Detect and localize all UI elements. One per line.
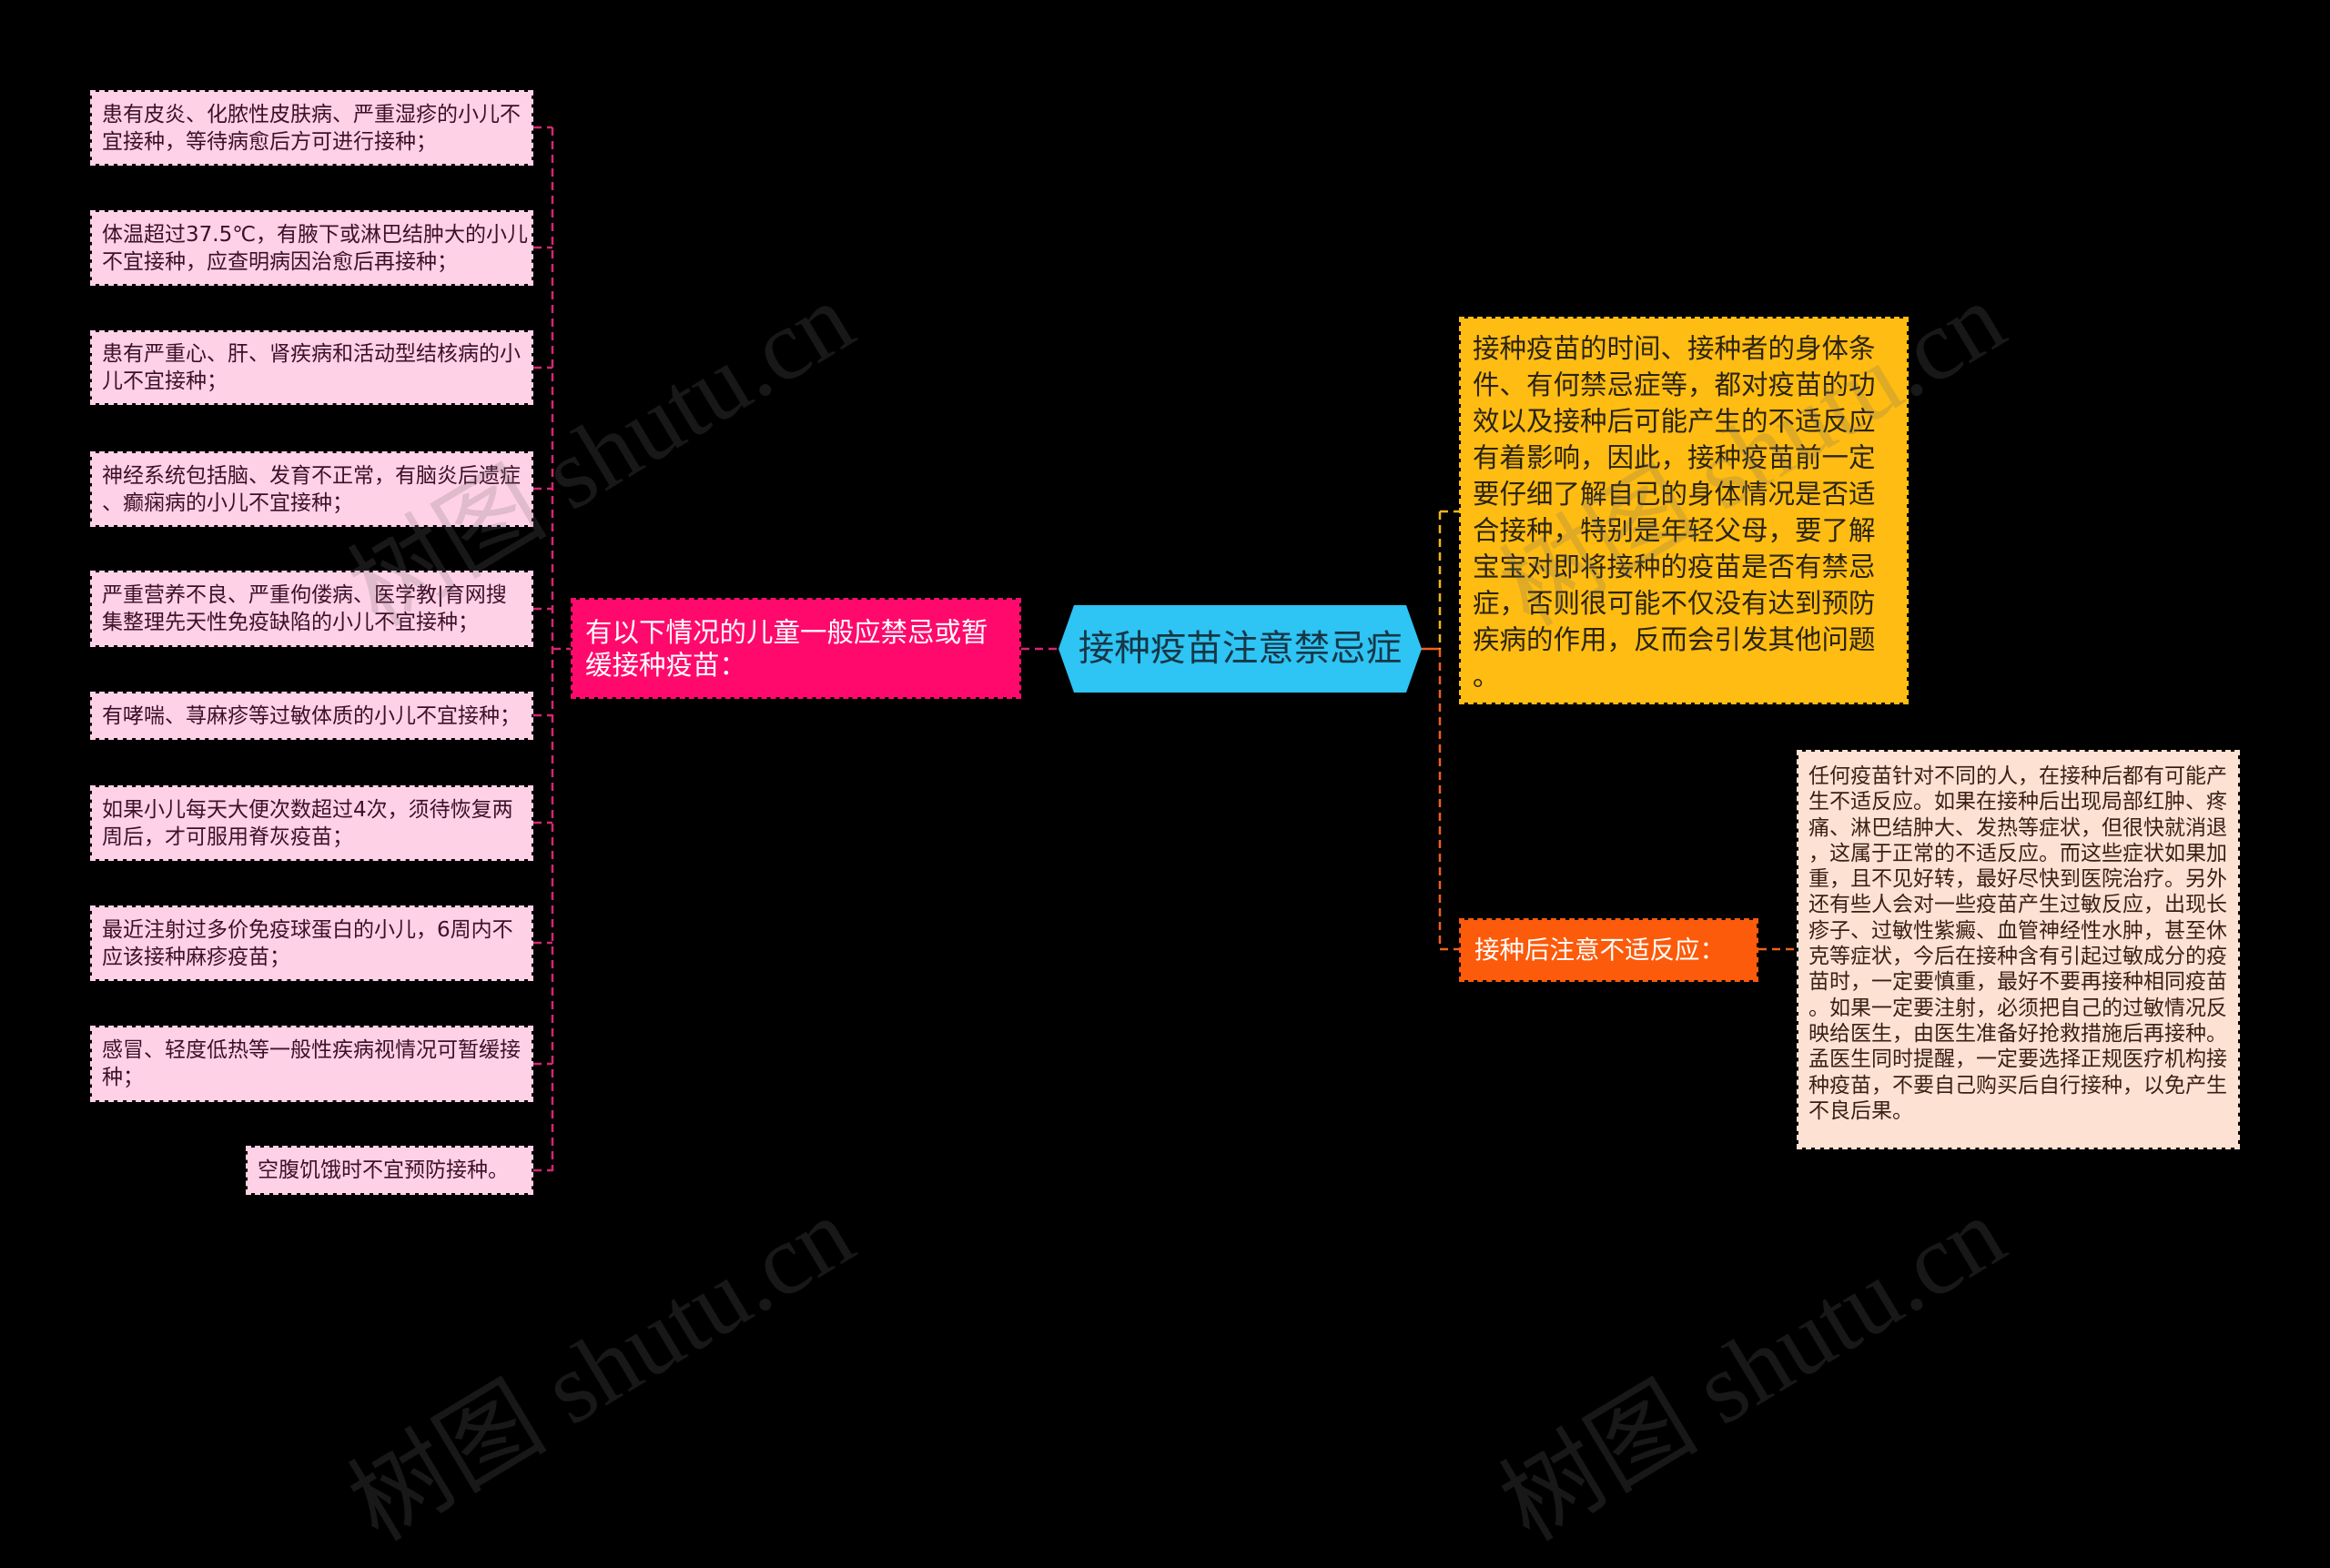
condition-item-text: 有哮喘、荨麻疹等过敏体质的小儿不宜接种； [102, 703, 521, 728]
condition-item[interactable]: 空腹饥饿时不宜预防接种。 [246, 1146, 533, 1195]
condition-item-text: 患有严重心、肝、肾疾病和活动型结核病的小 儿不宜接种； [102, 342, 521, 393]
condition-item-text: 空腹饥饿时不宜预防接种。 [258, 1158, 509, 1182]
condition-item-text: 体温超过37.5℃，有腋下或淋巴结肿大的小儿 不宜接种，应查明病因治愈后再接种； [102, 222, 529, 274]
root-topic-label: 接种疫苗注意禁忌症 [1078, 628, 1403, 670]
vaccination-info-node[interactable]: 接种疫苗的时间、接种者的身体条 件、有何禁忌症等，都对疫苗的功 效以及接种后可能… [1459, 317, 1909, 704]
condition-item[interactable]: 体温超过37.5℃，有腋下或淋巴结肿大的小儿 不宜接种，应查明病因治愈后再接种； [90, 210, 533, 286]
contraindications-branch-label: 有以下情况的儿童一般应禁忌或暂 缓接种疫苗： [585, 616, 988, 681]
condition-item-text: 感冒、轻度低热等一般性疾病视情况可暂缓接 种； [102, 1038, 521, 1089]
condition-item-text: 最近注射过多价免疫球蛋白的小儿，6周内不 应该接种麻疹疫苗； [102, 917, 513, 969]
condition-item[interactable]: 患有皮炎、化脓性皮肤病、严重湿疹的小儿不 宜接种，等待病愈后方可进行接种； [90, 90, 533, 166]
condition-item-text: 神经系统包括脑、发育不正常，有脑炎后遗症 、癫痫病的小儿不宜接种； [102, 463, 521, 515]
adverse-reaction-detail-node[interactable]: 任何疫苗针对不同的人，在接种后都有可能产 生不适反应。如果在接种后出现局部红肿、… [1797, 750, 2240, 1149]
root-topic-node[interactable]: 接种疫苗注意禁忌症 [1059, 605, 1422, 693]
condition-item[interactable]: 如果小儿每天大便次数超过4次，须待恢复两 周后，才可服用脊灰疫苗； [90, 785, 533, 861]
adverse-reaction-branch-label: 接种后注意不适反应： [1474, 936, 1725, 965]
connector-lines [533, 126, 1797, 1172]
adverse-reaction-branch-node[interactable]: 接种后注意不适反应： [1459, 918, 1758, 982]
adverse-reaction-detail-text: 任何疫苗针对不同的人，在接种后都有可能产 生不适反应。如果在接种后出现局部红肿、… [1808, 764, 2227, 1123]
condition-item-text: 严重营养不良、严重佝偻病、医学教|育网搜 集整理先天性免疫缺陷的小儿不宜接种； [102, 583, 507, 634]
condition-item[interactable]: 神经系统包括脑、发育不正常，有脑炎后遗症 、癫痫病的小儿不宜接种； [90, 451, 533, 527]
vaccination-info-text: 接种疫苗的时间、接种者的身体条 件、有何禁忌症等，都对疫苗的功 效以及接种后可能… [1473, 333, 1876, 692]
condition-item[interactable]: 最近注射过多价免疫球蛋白的小儿，6周内不 应该接种麻疹疫苗； [90, 905, 533, 981]
condition-item-text: 如果小儿每天大便次数超过4次，须待恢复两 周后，才可服用脊灰疫苗； [102, 797, 513, 849]
condition-item[interactable]: 有哮喘、荨麻疹等过敏体质的小儿不宜接种； [90, 692, 533, 740]
condition-item[interactable]: 严重营养不良、严重佝偻病、医学教|育网搜 集整理先天性免疫缺陷的小儿不宜接种； [90, 571, 533, 647]
condition-item-text: 患有皮炎、化脓性皮肤病、严重湿疹的小儿不 宜接种，等待病愈后方可进行接种； [102, 102, 521, 154]
condition-item[interactable]: 感冒、轻度低热等一般性疾病视情况可暂缓接 种； [90, 1026, 533, 1102]
contraindications-branch-node[interactable]: 有以下情况的儿童一般应禁忌或暂 缓接种疫苗： [571, 598, 1021, 699]
condition-item[interactable]: 患有严重心、肝、肾疾病和活动型结核病的小 儿不宜接种； [90, 330, 533, 405]
